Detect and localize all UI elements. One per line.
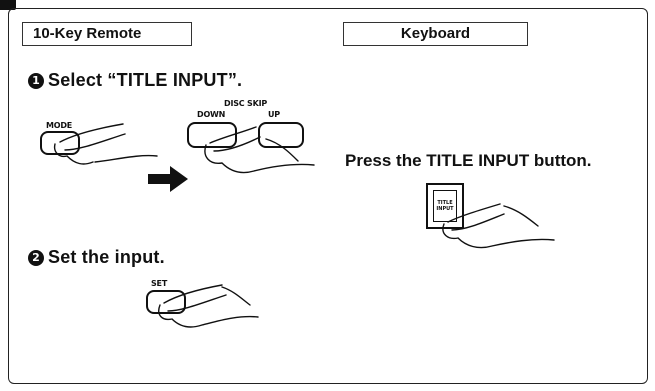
keyboard-instruction: Press the TITLE INPUT button.	[345, 151, 592, 170]
instruction-frame	[8, 8, 648, 384]
title-input-key-illustration: TITLE INPUT	[426, 183, 464, 229]
mode-button-illustration	[40, 131, 80, 155]
hand-pressing-down-icon	[204, 126, 315, 174]
disc-skip-label: DISC SKIP	[224, 99, 268, 108]
down-button-illustration	[187, 122, 237, 148]
set-label: SET	[151, 279, 168, 288]
step-1-heading: 1 Select “TITLE INPUT”.	[28, 70, 242, 91]
hand-pressing-title-input-icon	[442, 203, 555, 249]
corner-tab-marker	[0, 0, 16, 10]
title-input-key-face: TITLE INPUT	[433, 190, 457, 222]
step-2-number-icon: 2	[28, 249, 44, 266]
hand-pressing-mode-icon	[53, 123, 158, 165]
up-label: UP	[268, 110, 280, 119]
step-2-text: Set the input.	[48, 247, 165, 267]
remote-column-header: 10-Key Remote	[22, 22, 192, 46]
arrow-right-icon	[148, 166, 188, 192]
keyboard-column-header: Keyboard	[343, 22, 528, 46]
mode-label: MODE	[46, 121, 73, 130]
step-2-heading: 2 Set the input.	[28, 247, 165, 268]
title-input-key-label-line2: INPUT	[436, 206, 454, 212]
step-1-number-icon: 1	[28, 72, 44, 89]
hand-pressing-set-icon	[158, 284, 259, 328]
title-input-key-label-line1: TITLE	[437, 200, 453, 206]
down-label: DOWN	[197, 110, 226, 119]
step-1-text: Select “TITLE INPUT”.	[48, 70, 243, 90]
